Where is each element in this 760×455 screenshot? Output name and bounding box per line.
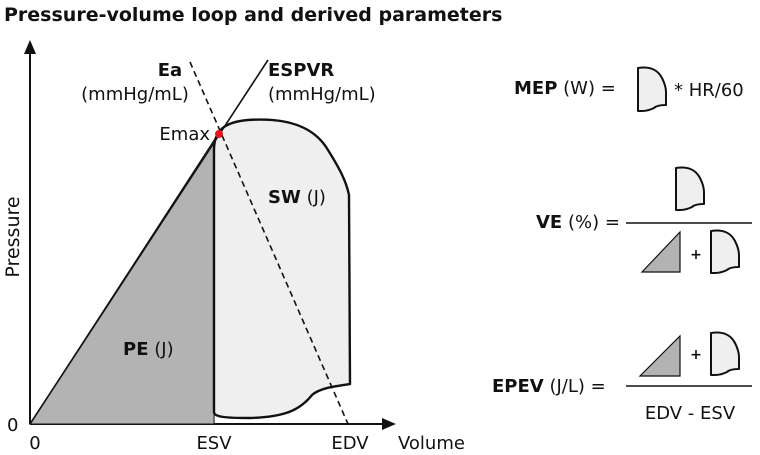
ea-unit: (mmHg/mL) — [81, 84, 189, 105]
pe-label: PE (J) — [123, 339, 174, 360]
epev-denominator: EDV - ESV — [645, 403, 736, 424]
mep-tail: * HR/60 — [674, 80, 744, 101]
ve-pe-icon — [640, 230, 681, 273]
ve-formula: VE (%) = + — [536, 166, 752, 274]
edv-label: EDV — [331, 433, 369, 454]
emax-label: Emax — [159, 124, 210, 145]
sw-label: SW (J) — [268, 187, 326, 208]
ea-line — [189, 61, 349, 425]
epev-label: EPEV (J/L) = — [492, 376, 606, 397]
espvr-line — [29, 59, 269, 425]
diagram-title: Pressure-volume loop and derived paramet… — [4, 4, 502, 26]
ve-label: VE (%) = — [536, 212, 620, 233]
x-zero-label: 0 — [29, 433, 40, 454]
ea-label: Ea — [158, 60, 182, 81]
epev-sw-icon — [710, 331, 740, 376]
x-axis-arrow — [382, 418, 396, 430]
y-axis-arrow — [24, 40, 36, 54]
emax-point — [215, 130, 223, 138]
espvr-unit: (mmHg/mL) — [268, 84, 376, 105]
y-zero-label: 0 — [7, 415, 18, 436]
x-axis-label: Volume — [398, 433, 465, 454]
epev-plus: + — [690, 347, 702, 363]
ve-plus: + — [690, 247, 702, 263]
epev-formula: EPEV (J/L) = + EDV - ESV — [492, 331, 752, 424]
mep-formula: MEP (W) = * HR/60 — [514, 66, 744, 112]
ve-numerator-sw-icon — [675, 166, 705, 211]
y-axis-label: Pressure — [2, 196, 24, 277]
mep-sw-icon — [637, 66, 667, 112]
ve-denominator-sw-icon — [710, 229, 740, 274]
epev-pe-icon — [638, 334, 681, 377]
esv-label: ESV — [196, 433, 232, 454]
espvr-label: ESPVR — [268, 60, 334, 81]
mep-label: MEP (W) = — [514, 78, 616, 99]
